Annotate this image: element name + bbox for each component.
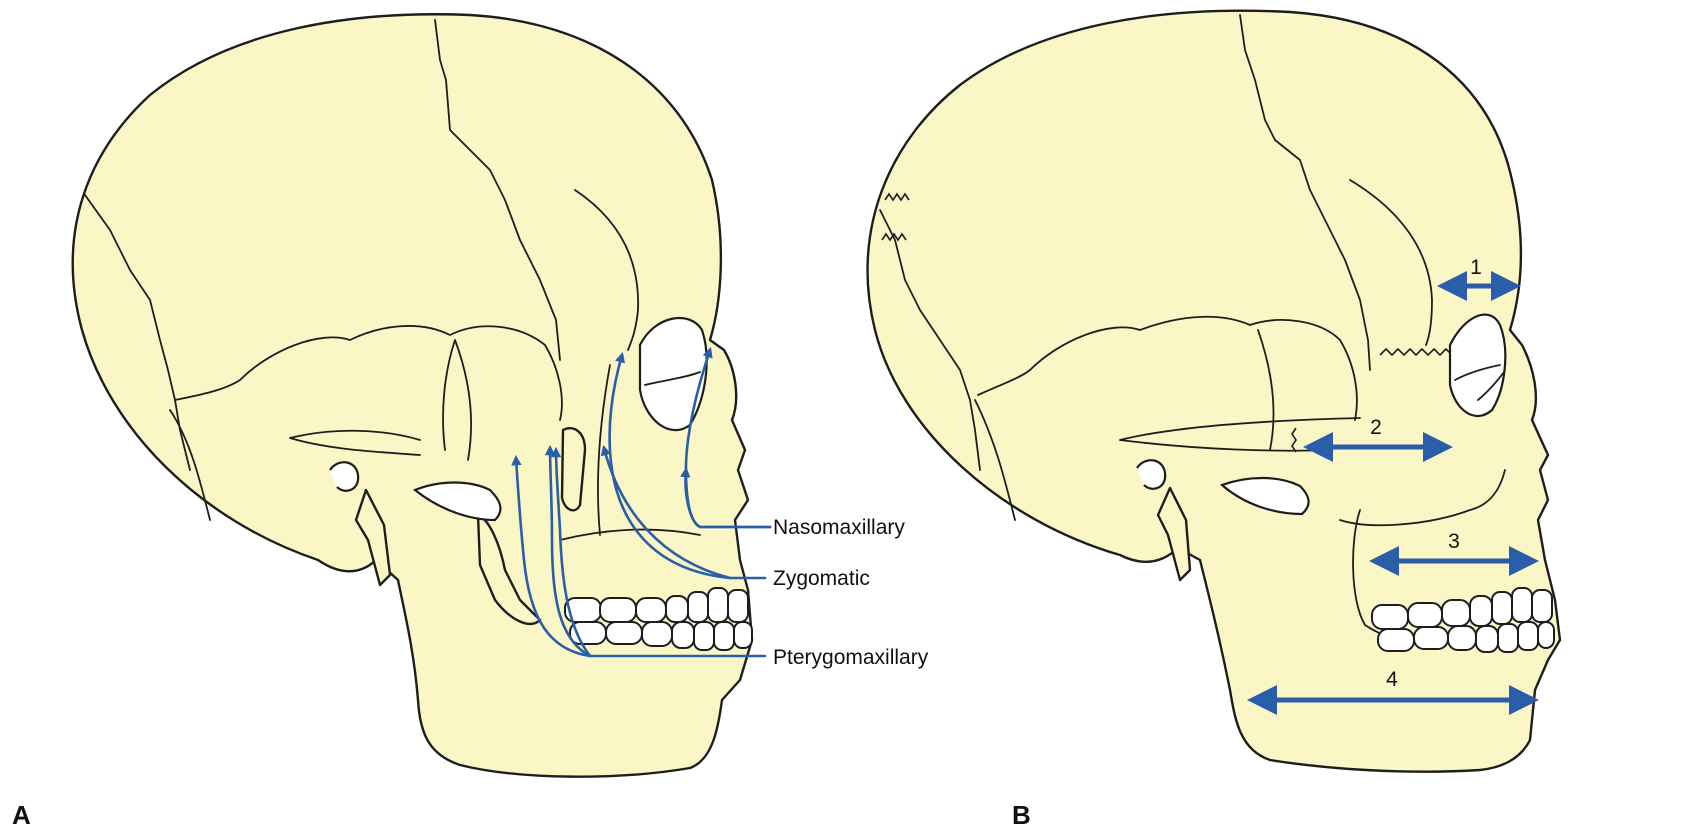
dimension-1-label: 1: [1470, 256, 1482, 279]
label-pterygomaxillary: Pterygomaxillary: [773, 646, 929, 669]
dimension-2-label: 2: [1370, 416, 1382, 439]
dimension-4-label: 4: [1386, 668, 1398, 691]
dimension-3-label: 3: [1448, 530, 1460, 553]
panel-a-teeth: [565, 588, 752, 650]
label-nasomaxillary: Nasomaxillary: [773, 516, 905, 539]
panel-b-skull: [868, 11, 1560, 772]
panel-b-letter: B: [1012, 800, 1031, 830]
panel-a-letter: A: [12, 800, 31, 830]
panel-a-skull: [73, 14, 752, 776]
panel-a-zygoma: [562, 428, 585, 510]
label-zygomatic: Zygomatic: [773, 567, 870, 590]
